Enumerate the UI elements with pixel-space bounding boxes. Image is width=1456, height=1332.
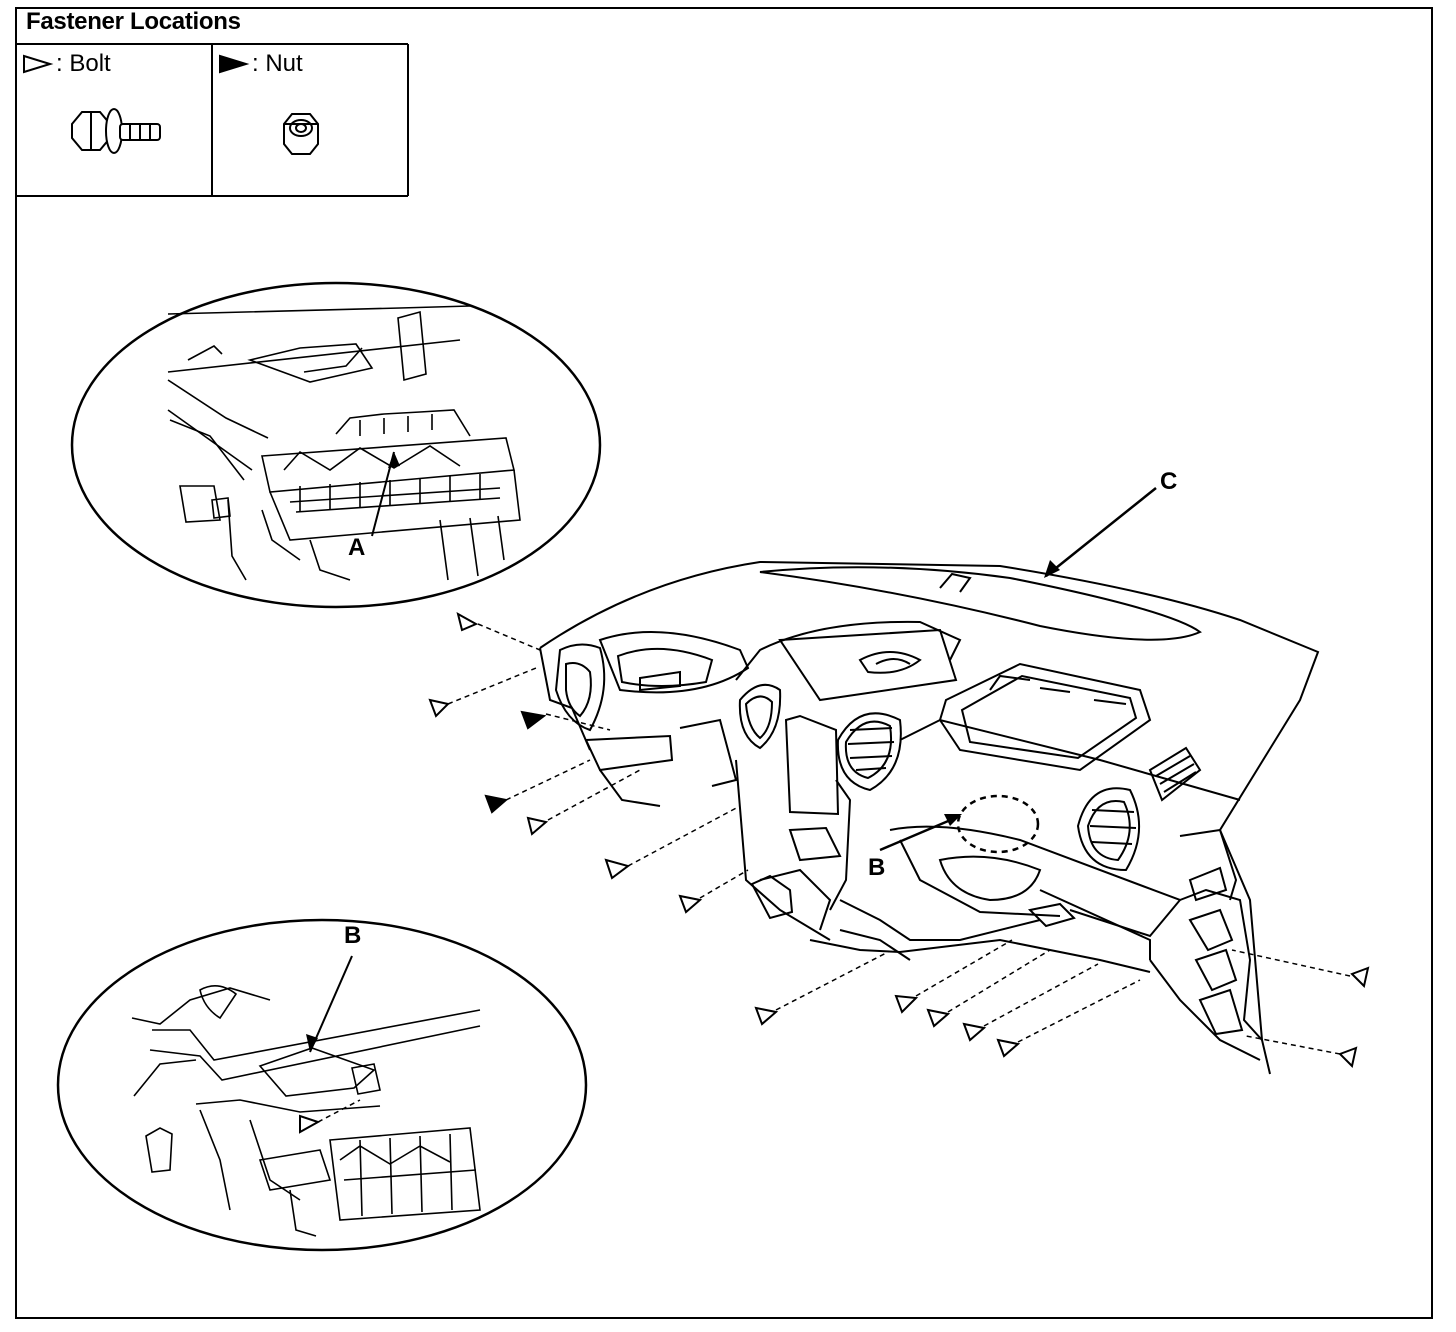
nut-marker-icon bbox=[520, 710, 547, 730]
bolt-marker-icon bbox=[1338, 1046, 1358, 1068]
bolt-marker-icon bbox=[526, 816, 549, 836]
page-title: Fastener Locations bbox=[26, 8, 241, 35]
bolt-marker-icon bbox=[926, 1008, 951, 1028]
dashboard-assembly bbox=[539, 560, 1320, 1075]
nut-legend-triangle-icon bbox=[219, 54, 250, 74]
nut-legend-label: : Nut bbox=[252, 50, 303, 77]
bolt-marker-icon bbox=[996, 1038, 1021, 1058]
bolt-marker-icon bbox=[604, 858, 631, 880]
bolt-marker-icon bbox=[428, 698, 450, 718]
fastener-leaders bbox=[447, 623, 1351, 1055]
legend-box bbox=[16, 43, 409, 197]
nut-icon bbox=[283, 113, 319, 155]
b-area-dashed-ellipse bbox=[956, 794, 1040, 854]
bolt-legend-triangle-icon bbox=[23, 54, 54, 74]
fastener-markers bbox=[428, 612, 1370, 1068]
inset-b-circle bbox=[56, 918, 588, 1252]
callout-b-inset: B bbox=[344, 922, 362, 949]
bolt-marker-icon bbox=[456, 612, 479, 632]
inset-a-circle bbox=[70, 281, 602, 609]
bolt-marker-icon bbox=[678, 894, 703, 914]
bolt-marker-icon bbox=[1350, 966, 1370, 988]
callout-a: A bbox=[348, 534, 366, 561]
outer-frame bbox=[15, 7, 1433, 1319]
callout-c: C bbox=[1160, 468, 1178, 495]
bolt-marker-icon bbox=[894, 994, 919, 1014]
callout-b-main: B bbox=[868, 854, 886, 881]
bolt-icon bbox=[71, 108, 161, 154]
bolt-legend-label: : Bolt bbox=[56, 50, 111, 77]
nut-marker-icon bbox=[484, 794, 509, 814]
bolt-marker-icon bbox=[962, 1022, 987, 1042]
bolt-marker-icon bbox=[754, 1006, 779, 1026]
